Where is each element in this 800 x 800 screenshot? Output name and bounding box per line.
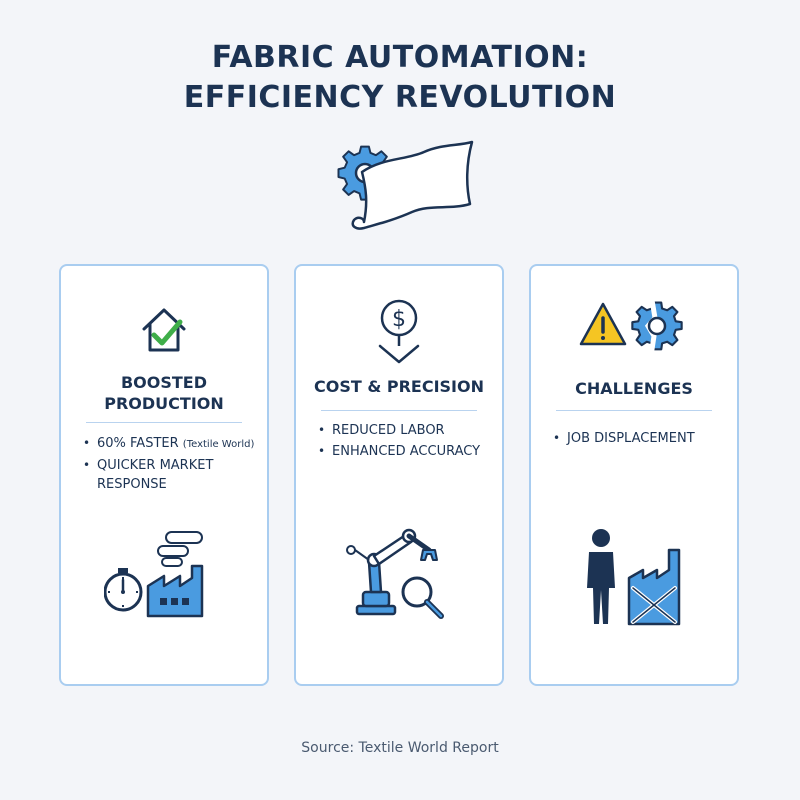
card-heading-line-2: PRODUCTION [104, 394, 224, 413]
source-caption: Source: Textile World Report [301, 740, 499, 756]
dollar-down-icon: $ [378, 299, 420, 364]
card-divider [556, 410, 712, 411]
bullet-source-note: (Textile World) [182, 439, 255, 450]
card-heading-line-1: COST & PRECISION [313, 377, 484, 396]
card-heading-line-1: CHALLENGES [575, 379, 693, 398]
robot-arm-icon [346, 528, 438, 616]
list-item: QUICKER MARKET RESPONSE [83, 456, 257, 494]
warning-gear-icon [579, 299, 683, 357]
card-divider [86, 422, 242, 423]
list-item: ENHANCED ACCURACY [318, 442, 492, 461]
bullet-text: QUICKER MARKET RESPONSE [97, 458, 214, 492]
card-heading: BOOSTED PRODUCTION [61, 372, 267, 414]
gear-and-fabric-icon [337, 140, 474, 230]
svg-text:$: $ [392, 307, 406, 332]
bullet-list: REDUCED LABOR ENHANCED ACCURACY [318, 421, 492, 463]
title-line-2: EFFICIENCY REVOLUTION [183, 80, 617, 115]
bullet-list: JOB DISPLACEMENT [553, 429, 727, 450]
card-heading: CHALLENGES [531, 378, 737, 399]
card-boosted-production: BOOSTED PRODUCTION 60% FASTER (Textile W… [59, 264, 269, 686]
bullet-text: 60% FASTER [97, 436, 179, 451]
bullet-text: ENHANCED ACCURACY [332, 444, 481, 459]
list-item: 60% FASTER (Textile World) [83, 434, 257, 454]
production-illustration [104, 531, 204, 618]
stopwatch-icon [104, 568, 143, 612]
bullet-text: JOB DISPLACEMENT [567, 431, 695, 446]
challenges-illustration [587, 529, 681, 626]
card-challenges: CHALLENGES JOB DISPLACEMENT [529, 264, 739, 686]
title-line-1: FABRIC AUTOMATION: [211, 40, 589, 75]
person-icon [587, 529, 615, 624]
magnifier-icon [401, 576, 444, 619]
card-heading-line-1: BOOSTED [120, 373, 208, 392]
list-item: JOB DISPLACEMENT [553, 429, 727, 448]
factory-icon [146, 564, 204, 618]
page-title: FABRIC AUTOMATION: EFFICIENCY REVOLUTION [0, 38, 800, 118]
card-divider [321, 410, 477, 411]
precision-illustration [346, 528, 444, 619]
list-item: REDUCED LABOR [318, 421, 492, 440]
card-heading: COST & PRECISION [296, 376, 502, 397]
bullet-text: REDUCED LABOR [332, 423, 445, 438]
card-cost-precision: $ COST & PRECISION REDUCED LABOR ENHANCE… [294, 264, 504, 686]
bullet-list: 60% FASTER (Textile World) QUICKER MARKE… [83, 434, 257, 496]
crossed-factory-icon [627, 548, 681, 626]
house-check-icon [142, 308, 186, 352]
